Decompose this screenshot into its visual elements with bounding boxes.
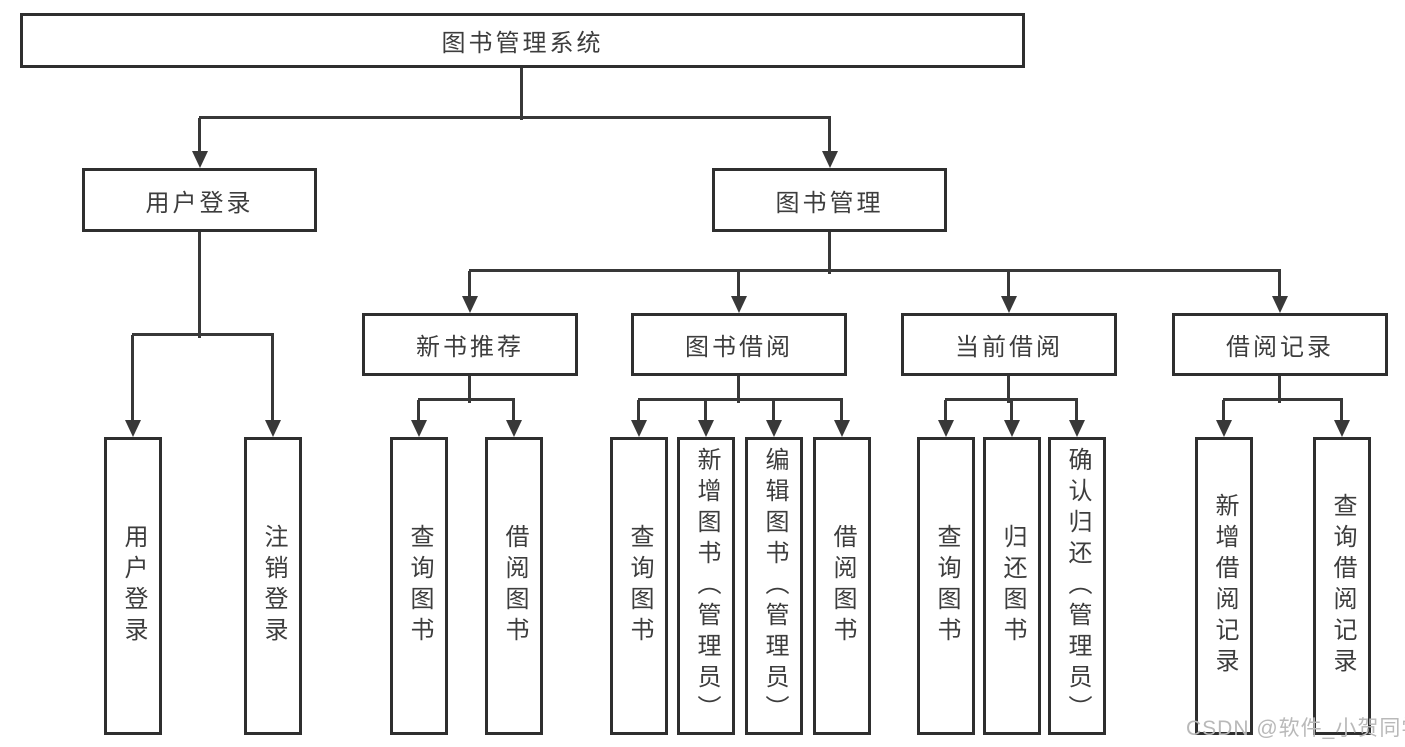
arrow-down-icon [1272, 296, 1288, 313]
node-library-system: 图书管理系统 [20, 13, 1025, 68]
leaf-label: 借阅图书 [829, 524, 856, 648]
arrow-down-icon [834, 420, 850, 437]
connector-line [469, 269, 1281, 272]
arrow-down-icon [1334, 420, 1350, 437]
node-label: 图书借阅 [685, 334, 793, 361]
connector-line [1010, 400, 1013, 422]
connector-line [737, 376, 740, 403]
node-label: 借阅记录 [1226, 334, 1334, 361]
connector-line [199, 116, 831, 119]
connector-line [131, 335, 134, 422]
leaf-query-books-borrowing: 查询图书 [610, 437, 668, 735]
leaf-logout: 注销登录 [244, 437, 302, 735]
connector-line [1278, 376, 1281, 403]
connector-line [945, 398, 1078, 401]
arrow-down-icon [938, 420, 954, 437]
connector-line [704, 400, 707, 422]
leaf-label: 确认归还（管理员） [1064, 446, 1091, 726]
leaf-query-books-recommend: 查询图书 [390, 437, 448, 735]
arrow-down-icon [698, 420, 714, 437]
leaf-edit-books-admin: 编辑图书（管理员） [745, 437, 803, 735]
node-book-borrowing: 图书借阅 [631, 313, 847, 376]
arrow-down-icon [125, 420, 141, 437]
node-current-borrowing: 当前借阅 [901, 313, 1117, 376]
connector-line [1075, 400, 1078, 422]
leaf-label: 用户登录 [120, 524, 147, 648]
node-label: 当前借阅 [955, 334, 1063, 361]
arrow-down-icon [462, 296, 478, 313]
connector-line [772, 400, 775, 422]
connector-line [828, 232, 831, 274]
connector-line [1223, 398, 1343, 401]
node-borrowing-records: 借阅记录 [1172, 313, 1388, 376]
arrow-down-icon [1216, 420, 1232, 437]
connector-line [1007, 376, 1010, 403]
leaf-label: 注销登录 [260, 524, 287, 648]
leaf-borrow-books-borrowing: 借阅图书 [813, 437, 871, 735]
connector-line [638, 398, 843, 401]
csdn-watermark: CSDN @软件_小贺同学 [1186, 717, 1405, 740]
connector-line [1222, 400, 1225, 422]
node-label: 新书推荐 [416, 334, 524, 361]
arrow-down-icon [1001, 296, 1017, 313]
node-label: 用户登录 [145, 189, 254, 217]
arrow-down-icon [192, 151, 208, 168]
connector-line [1278, 271, 1281, 298]
connector-line [944, 400, 947, 422]
connector-line [520, 68, 523, 120]
arrow-down-icon [766, 420, 782, 437]
leaf-user-login: 用户登录 [104, 437, 162, 735]
arrow-down-icon [822, 151, 838, 168]
node-user-login: 用户登录 [82, 168, 317, 232]
connector-line [418, 398, 515, 401]
leaf-query-borrow-record: 查询借阅记录 [1313, 437, 1371, 735]
leaf-add-borrow-record: 新增借阅记录 [1195, 437, 1253, 735]
leaf-label: 查询图书 [933, 524, 960, 648]
connector-line [468, 271, 471, 298]
connector-line [828, 118, 831, 153]
arrow-down-icon [411, 420, 427, 437]
node-new-book-recommendation: 新书推荐 [362, 313, 578, 376]
leaf-label: 查询图书 [626, 524, 653, 648]
node-label: 图书管理 [775, 189, 884, 217]
leaf-label: 查询借阅记录 [1329, 493, 1356, 679]
connector-line [840, 400, 843, 422]
leaf-label: 归还图书 [999, 524, 1026, 648]
connector-line [512, 400, 515, 422]
leaf-label: 编辑图书（管理员） [761, 446, 788, 726]
arrow-down-icon [731, 296, 747, 313]
connector-line [198, 232, 201, 338]
connector-line [1007, 271, 1010, 298]
connector-line [417, 400, 420, 422]
connector-line [1340, 400, 1343, 422]
leaf-confirm-return-admin: 确认归还（管理员） [1048, 437, 1106, 735]
leaf-borrow-books-recommend: 借阅图书 [485, 437, 543, 735]
connector-line [468, 376, 471, 403]
node-book-management: 图书管理 [712, 168, 947, 232]
arrow-down-icon [1069, 420, 1085, 437]
leaf-label: 借阅图书 [501, 524, 528, 648]
arrow-down-icon [506, 420, 522, 437]
connector-line [271, 335, 274, 422]
connector-line [637, 400, 640, 422]
arrow-down-icon [265, 420, 281, 437]
leaf-add-books-admin: 新增图书（管理员） [677, 437, 735, 735]
leaf-label: 新增图书（管理员） [693, 446, 720, 726]
arrow-down-icon [1004, 420, 1020, 437]
leaf-query-books-current: 查询图书 [917, 437, 975, 735]
connector-line [737, 271, 740, 298]
leaf-label: 新增借阅记录 [1211, 493, 1238, 679]
leaf-label: 查询图书 [406, 524, 433, 648]
arrow-down-icon [631, 420, 647, 437]
connector-line [198, 118, 201, 153]
connector-line [132, 333, 274, 336]
leaf-return-books: 归还图书 [983, 437, 1041, 735]
node-label: 图书管理系统 [441, 30, 604, 57]
